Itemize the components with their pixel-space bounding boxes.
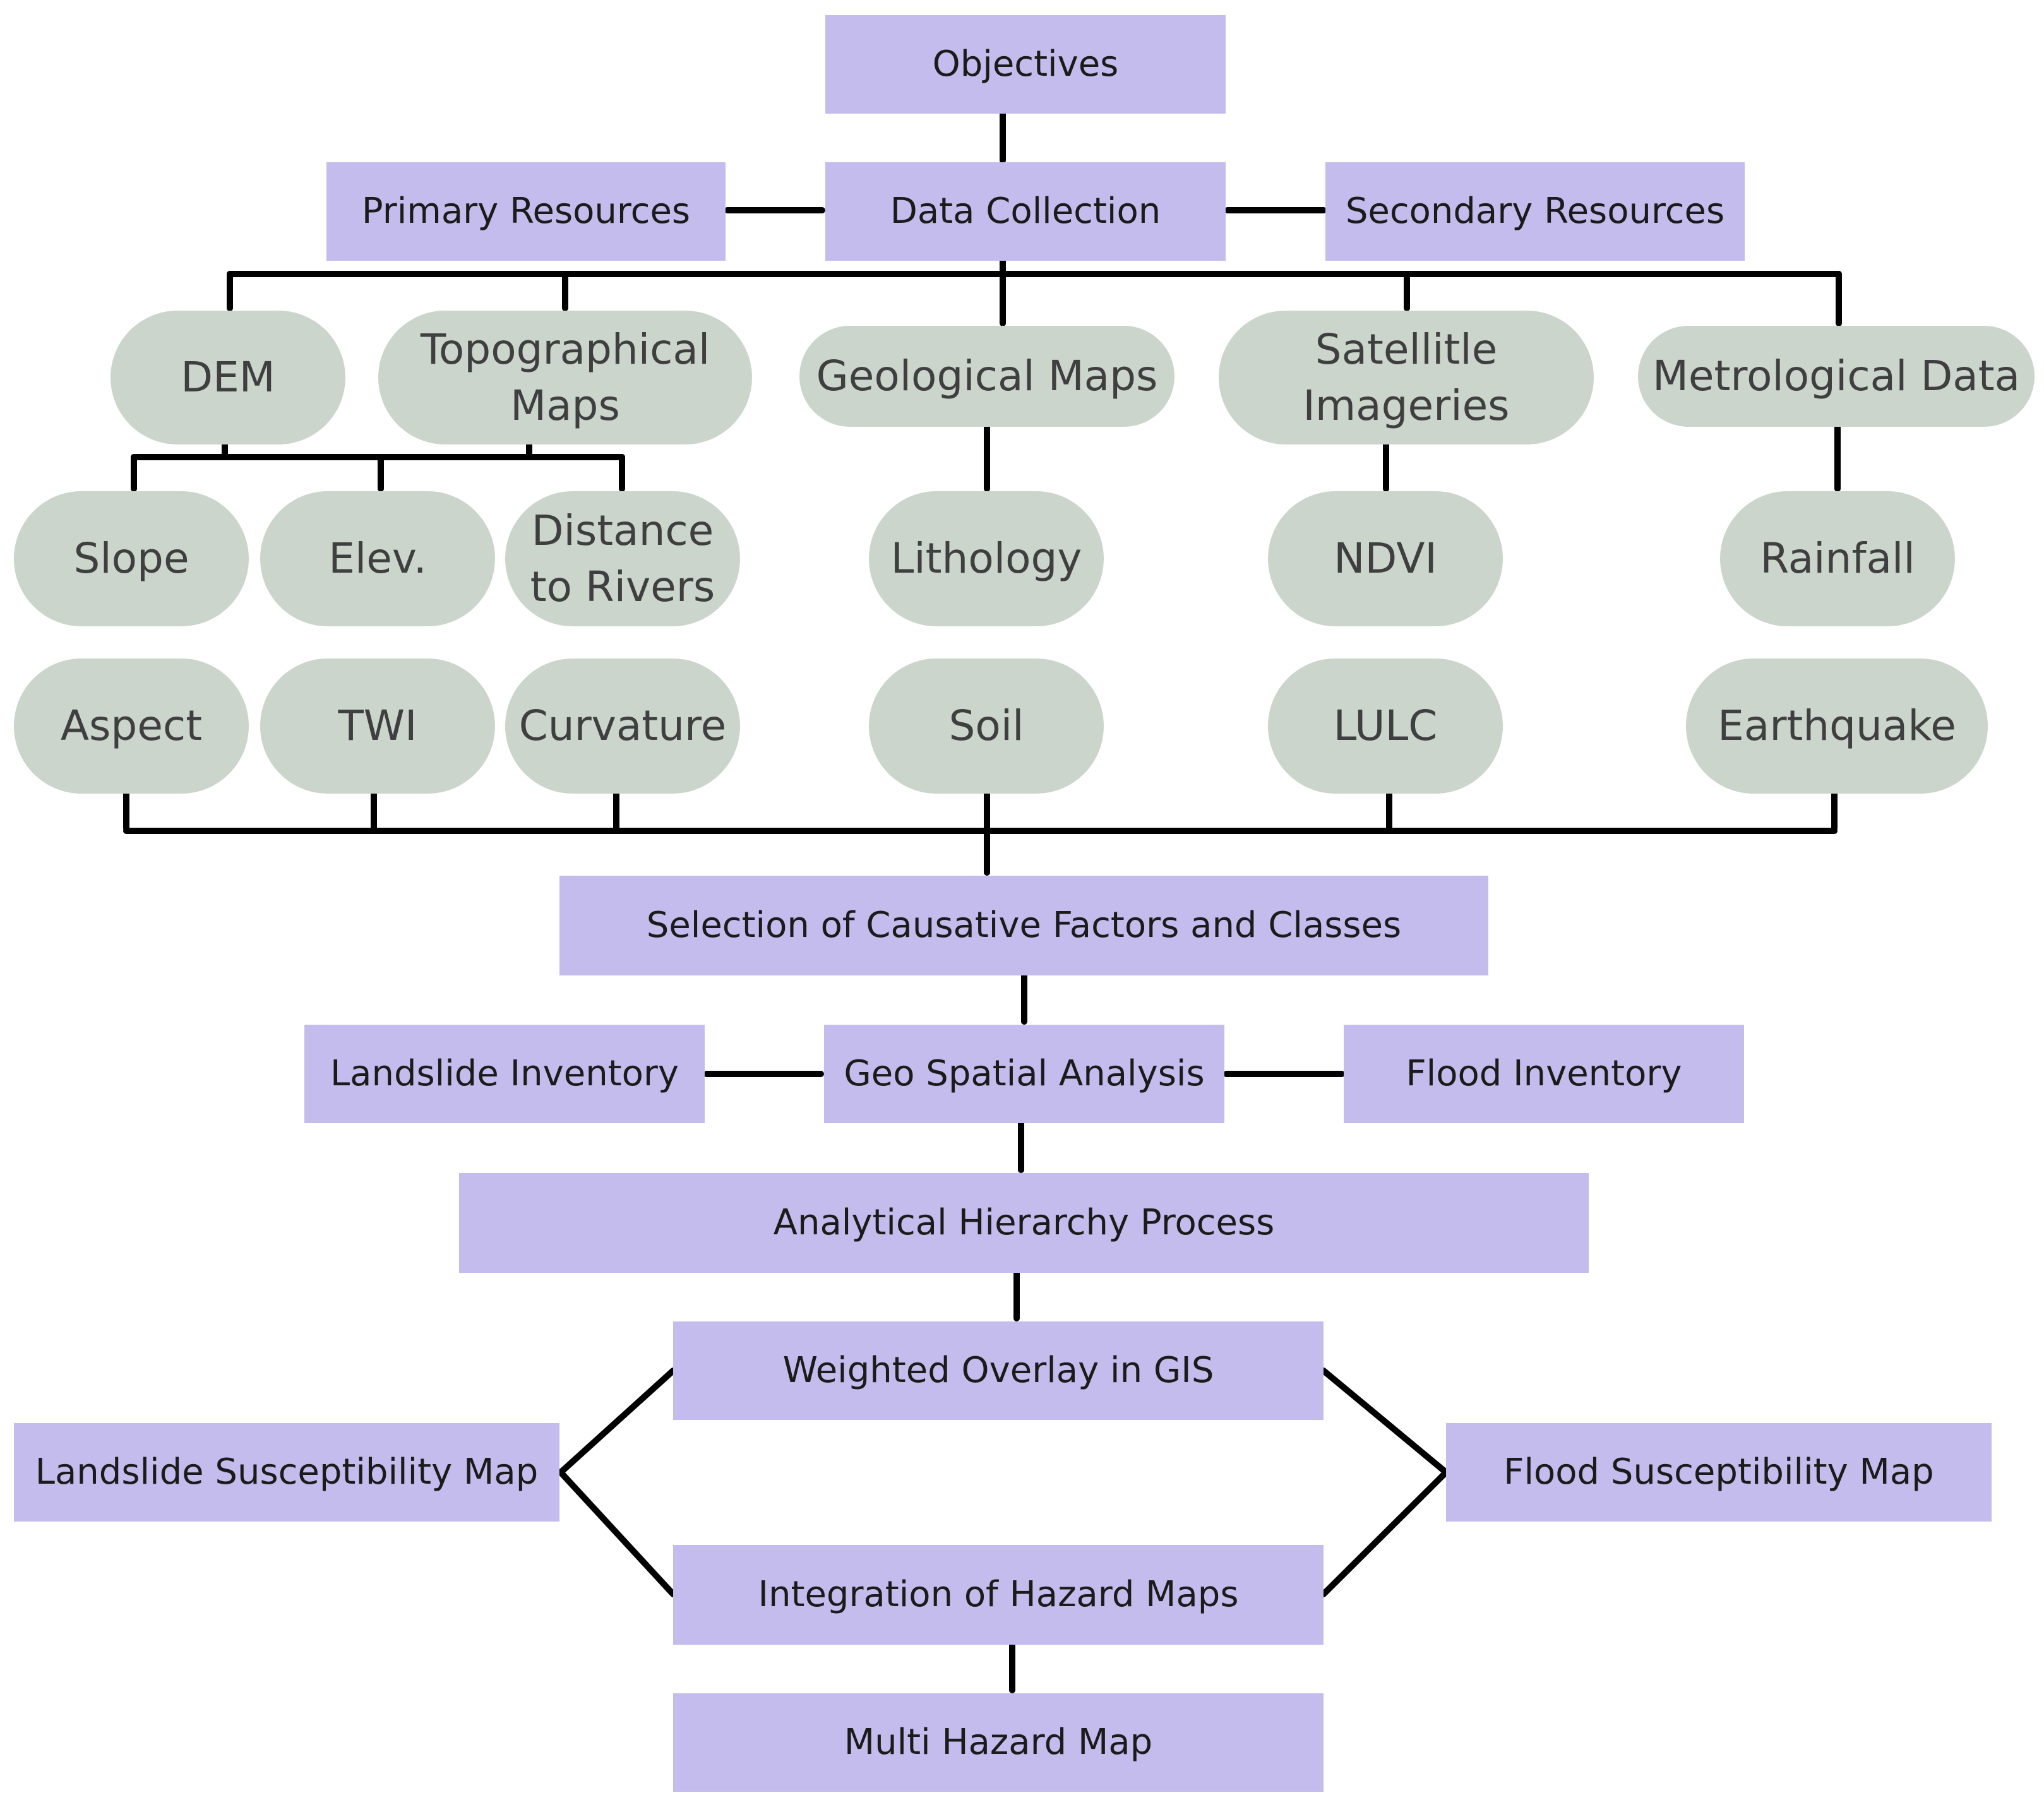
ndvi-node: NDVI xyxy=(1268,491,1503,626)
line-left-diamond xyxy=(558,1368,676,1597)
landslide-susceptibility-map-box: Landslide Susceptibility Map xyxy=(14,1423,559,1522)
soil-node: Soil xyxy=(869,659,1104,794)
integration-of-hazard-maps-box: Integration of Hazard Maps xyxy=(673,1545,1324,1645)
multi-hazard-map-box: Multi Hazard Map xyxy=(673,1693,1324,1792)
flood-susceptibility-map-box: Flood Susceptibility Map xyxy=(1446,1423,1992,1522)
landslide-inventory-box: Landslide Inventory xyxy=(304,1025,705,1123)
data-collection-box: Data Collection xyxy=(825,162,1226,261)
weighted-overlay-box: Weighted Overlay in GIS xyxy=(673,1321,1324,1420)
dem-node: DEM xyxy=(111,311,345,444)
aspect-node: Aspect xyxy=(14,659,249,794)
lithology-node: Lithology xyxy=(869,491,1104,626)
ahp-box: Analytical Hierarchy Process xyxy=(459,1173,1589,1273)
distance-to-rivers-node: Distance to Rivers xyxy=(505,491,740,626)
secondary-resources-box: Secondary Resources xyxy=(1325,162,1745,261)
flood-inventory-box: Flood Inventory xyxy=(1344,1025,1744,1123)
metrological-data-node: Metrological Data xyxy=(1638,326,2035,427)
curvature-node: Curvature xyxy=(505,659,740,794)
slope-node: Slope xyxy=(14,491,249,626)
satellite-imageries-node: Satellitle Imageries xyxy=(1219,311,1594,444)
lulc-node: LULC xyxy=(1268,659,1503,794)
topographical-maps-node: Topographical Maps xyxy=(378,311,752,444)
line-right-diamond xyxy=(1320,1368,1449,1597)
geological-maps-node: Geological Maps xyxy=(799,326,1174,427)
twi-node: TWI xyxy=(260,659,495,794)
geo-spatial-analysis-box: Geo Spatial Analysis xyxy=(824,1025,1224,1123)
elevation-node: Elev. xyxy=(260,491,495,626)
primary-resources-box: Primary Resources xyxy=(326,162,726,261)
rainfall-node: Rainfall xyxy=(1720,491,1955,626)
earthquake-node: Earthquake xyxy=(1686,659,1988,794)
objectives-box: Objectives xyxy=(825,15,1226,114)
selection-of-factors-box: Selection of Causative Factors and Class… xyxy=(559,876,1488,975)
